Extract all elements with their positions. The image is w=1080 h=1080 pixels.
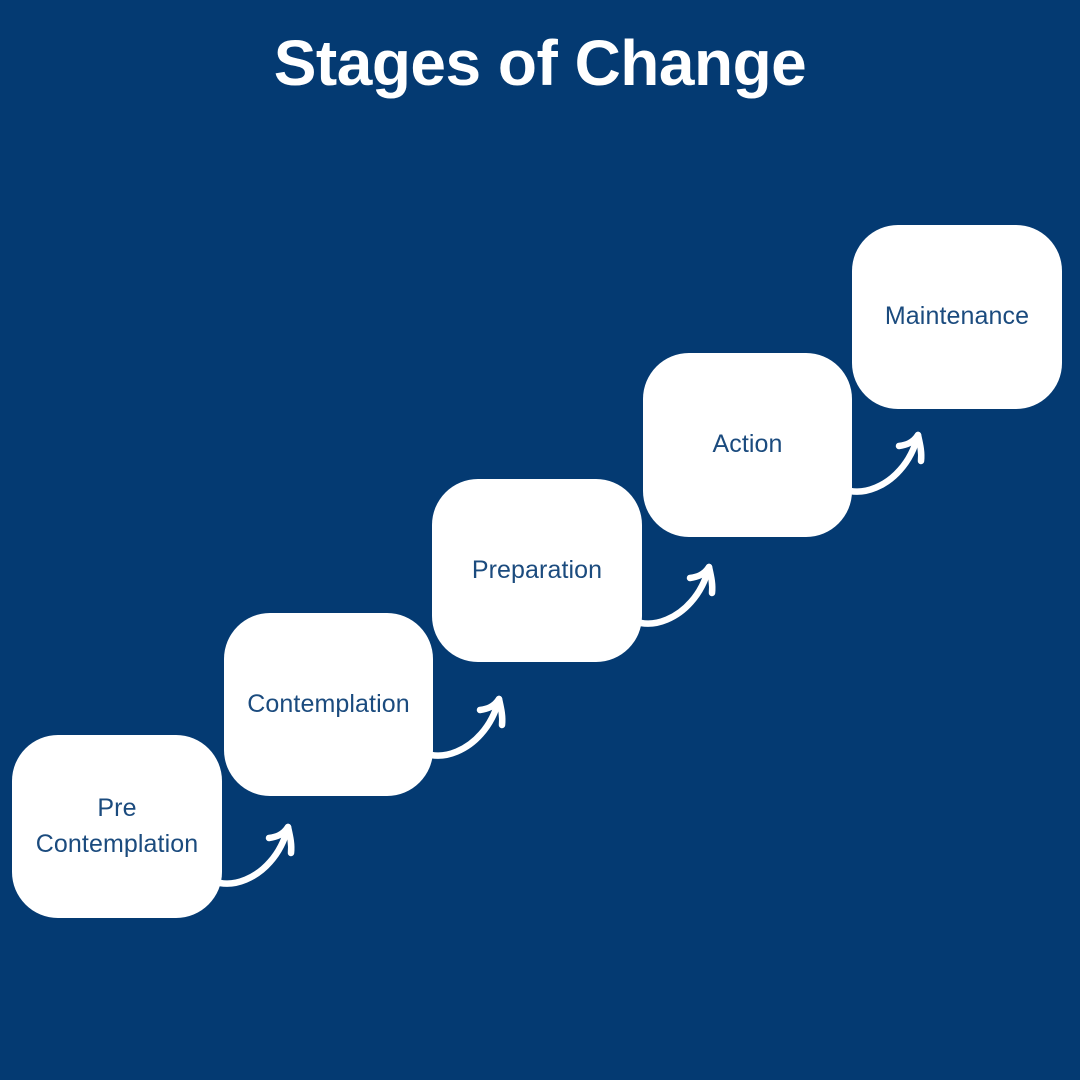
stage-label: Action — [712, 430, 783, 459]
stage-box-maintenance[interactable]: Maintenance — [852, 225, 1062, 409]
stage-label: Contemplation — [247, 689, 410, 718]
curved-arrow-icon — [637, 556, 723, 628]
curved-arrow-icon — [427, 688, 513, 760]
stage-box-pre-contemplation[interactable]: Pre Contemplation — [12, 735, 222, 918]
curved-arrow-icon — [846, 424, 932, 496]
stage-label: Maintenance — [884, 302, 1030, 331]
curved-arrow-icon — [216, 816, 302, 888]
page-title: Stages of Change — [273, 27, 807, 99]
stage-label: Pre Contemplation — [35, 794, 199, 858]
stage-box-preparation[interactable]: Preparation — [432, 479, 642, 662]
stage-box-contemplation[interactable]: Contemplation — [224, 613, 433, 796]
stage-label: Preparation — [471, 555, 603, 584]
stage-box-action[interactable]: Action — [643, 353, 852, 537]
